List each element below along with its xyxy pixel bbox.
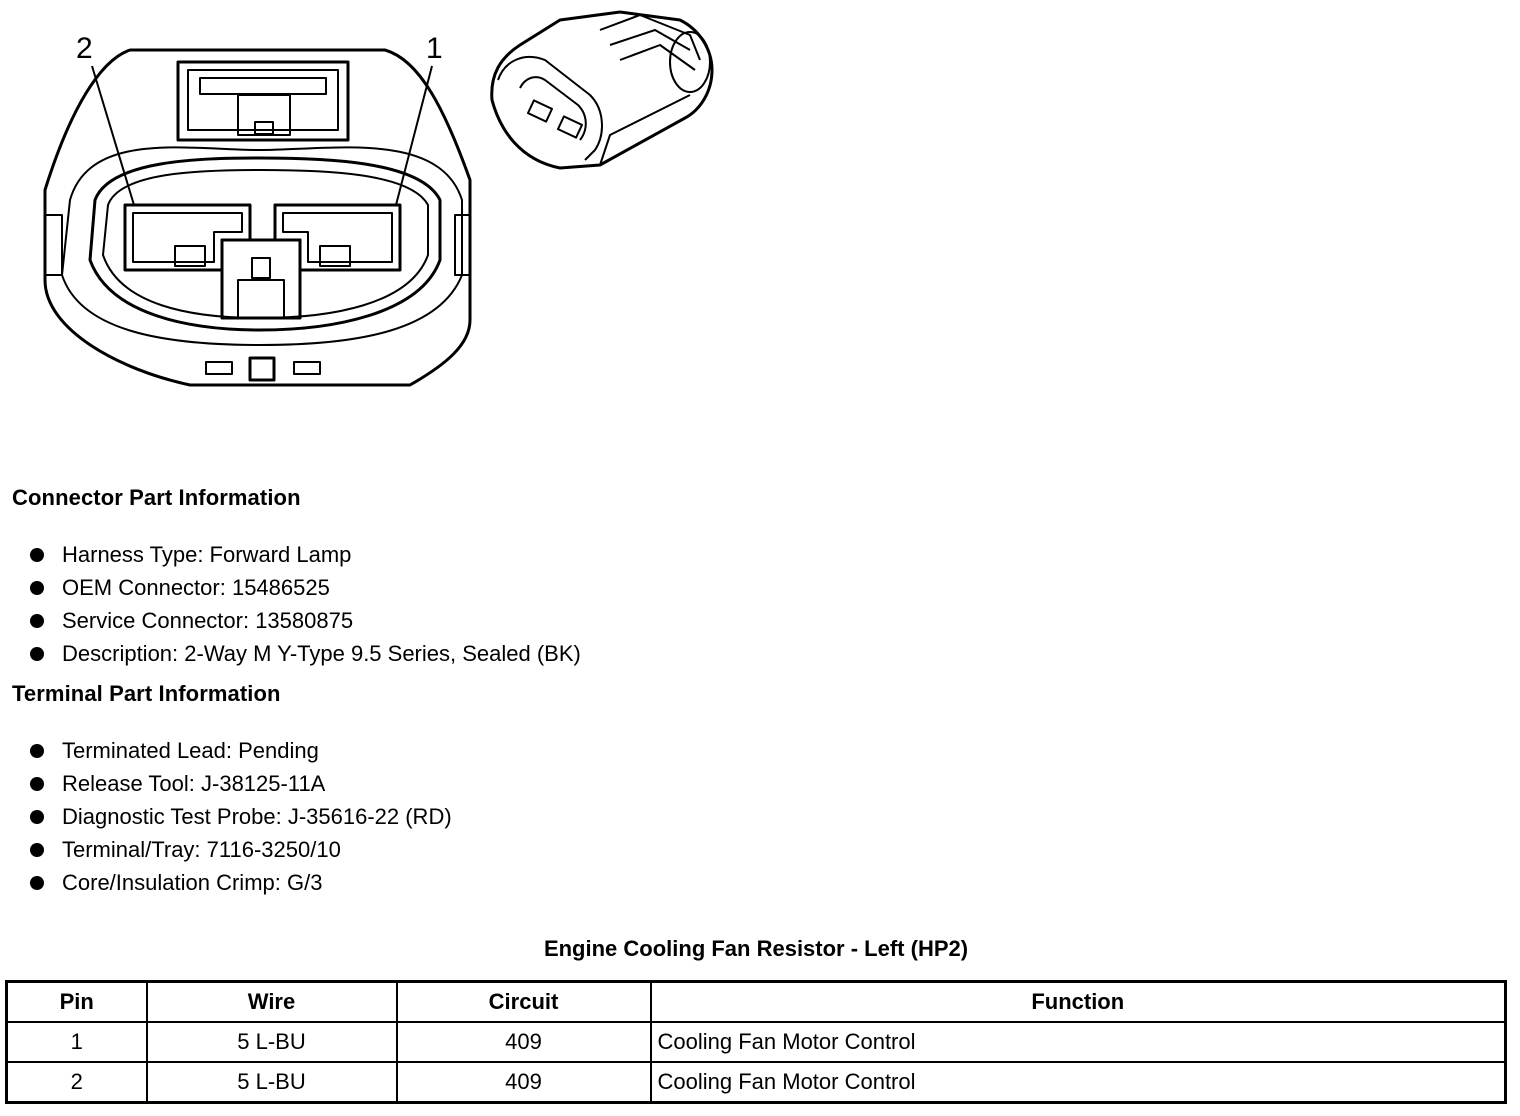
list-item: Release Tool: J-38125-11A [0, 767, 452, 800]
table-title: Engine Cooling Fan Resistor - Left (HP2) [543, 936, 969, 961]
bullet-icon [30, 843, 44, 857]
cavity-1 [273, 203, 402, 272]
connector-latch [176, 60, 350, 142]
table-row: 1 5 L-BU 409 Cooling Fan Motor Control [5, 1021, 1507, 1063]
list-item: Core/Insulation Crimp: G/3 [0, 866, 452, 899]
list-item: OEM Connector: 15486525 [0, 571, 581, 604]
list-item: Harness Type: Forward Lamp [0, 538, 581, 571]
bullet-icon [30, 581, 44, 595]
bullet-icon [30, 777, 44, 791]
terminal-part-info-list: Terminated Lead: Pending Release Tool: J… [0, 734, 452, 899]
pinout-table: Pin Wire Circuit Function 1 5 L-BU 409 C… [5, 980, 1507, 1104]
cell-pin: 2 [5, 1061, 148, 1104]
cell-pin: 1 [5, 1021, 148, 1063]
pin-label-2: 2 [76, 32, 93, 65]
list-item: Terminated Lead: Pending [0, 734, 452, 767]
table-row: 2 5 L-BU 409 Cooling Fan Motor Control [5, 1061, 1507, 1104]
cell-wire: 5 L-BU [145, 1021, 398, 1063]
connector-part-info-heading: Connector Part Information [12, 485, 301, 510]
bullet-icon [30, 647, 44, 661]
bullet-icon [30, 876, 44, 890]
terminal-part-info-heading: Terminal Part Information [12, 681, 281, 706]
list-item: Terminal/Tray: 7116-3250/10 [0, 833, 452, 866]
cell-wire: 5 L-BU [145, 1061, 398, 1104]
bullet-icon [30, 614, 44, 628]
table-header-row: Pin Wire Circuit Function [5, 980, 1507, 1023]
pin-label-1: 1 [426, 32, 443, 65]
connector-housing-outline [43, 48, 472, 387]
pin-2-leader [91, 65, 135, 206]
connector-perspective-view [490, 10, 714, 170]
cell-function: Cooling Fan Motor Control [649, 1021, 1507, 1063]
cell-circuit: 409 [395, 1061, 652, 1104]
list-item: Description: 2-Way M Y-Type 9.5 Series, … [0, 637, 581, 670]
column-header-circuit: Circuit [395, 980, 652, 1023]
pin-1-leader [395, 65, 433, 206]
connector-seal-inner [102, 169, 429, 319]
connector-seal-outer [88, 156, 442, 332]
list-item: Diagnostic Test Probe: J-35616-22 (RD) [0, 800, 452, 833]
list-item: Service Connector: 13580875 [0, 604, 581, 637]
bullet-icon [30, 548, 44, 562]
column-header-wire: Wire [145, 980, 398, 1023]
column-header-function: Function [649, 980, 1507, 1023]
cell-circuit: 409 [395, 1021, 652, 1063]
connector-flange [61, 146, 463, 346]
connector-diagram: 2 1 [43, 10, 714, 387]
cavity-2 [123, 203, 252, 272]
bullet-icon [30, 810, 44, 824]
column-header-pin: Pin [5, 980, 148, 1023]
cell-function: Cooling Fan Motor Control [649, 1061, 1507, 1104]
connector-part-info-list: Harness Type: Forward Lamp OEM Connector… [0, 538, 581, 670]
bullet-icon [30, 744, 44, 758]
